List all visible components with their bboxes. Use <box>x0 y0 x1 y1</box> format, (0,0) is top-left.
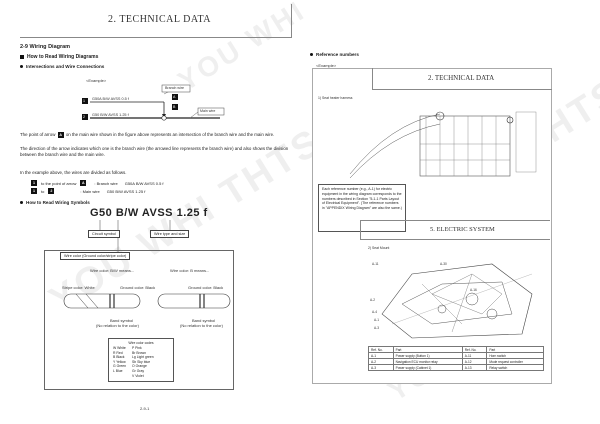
color-code-item: L Blue <box>113 368 123 373</box>
main-wire-label: Main wire <box>200 109 216 113</box>
band-symbol-1: Band symbol <box>110 318 134 323</box>
ref-label-a3: A-3 <box>374 326 379 330</box>
color-code-item: Br Brown <box>132 350 146 355</box>
color-code-item: B Black <box>113 355 125 360</box>
color-code-item: Sb Sky blue <box>132 359 151 364</box>
band-symbol-1-note: (No relation to the color) <box>96 323 139 328</box>
example-label: <Example> <box>86 78 107 83</box>
intersection-diagram <box>82 84 225 121</box>
color-code-item: R Red <box>113 350 123 355</box>
machine-illustration <box>381 263 533 339</box>
wire-bw-label: Wire color: B/W means... <box>90 268 135 273</box>
color-code-item: P Pink <box>132 346 142 350</box>
branch-wire-label: Branch wire <box>165 86 184 90</box>
color-code-item: G Green <box>113 364 127 369</box>
wire-type-box: Wire type and size <box>150 230 190 238</box>
para-direction: The direction of the arrow indicates whi… <box>20 146 289 158</box>
circuit-symbol-box: Circuit symbol <box>88 230 120 238</box>
color-code-item: O Orange <box>132 364 147 369</box>
badge-2: 2 <box>83 115 85 119</box>
ref-example-label: <Example> <box>316 63 337 68</box>
dot-bullet-icon <box>20 201 23 204</box>
harness-illustration <box>349 111 537 179</box>
wire-color-box: Wire color (Ground color/stripe color) <box>60 252 131 260</box>
page-title: 2. TECHNICAL DATA <box>108 14 211 25</box>
color-code-item: W White <box>113 346 126 350</box>
ref-label-a16: A-16 <box>470 288 477 292</box>
band-symbol-2-note: (No relation to the color) <box>180 323 223 328</box>
badge-1: 1 <box>83 99 85 103</box>
para-intersection: The point of arrow A on the main wire sh… <box>20 132 275 138</box>
badge-a: A <box>173 95 176 99</box>
page-number: 2-9-1 <box>140 406 150 411</box>
bullet-reference: Reference numbers <box>310 52 359 57</box>
stripe-white-label: Stripe color: White <box>62 285 95 290</box>
ref-label-a2: A-2 <box>370 298 375 302</box>
ref-label-a1: A-1 <box>374 318 379 322</box>
color-code-item: Gr Gray <box>132 368 145 373</box>
color-code-item: Y Yellow <box>113 359 126 364</box>
ref-doc-title: 2. TECHNICAL DATA <box>428 74 495 82</box>
color-code-item: Lg Light green <box>132 355 154 360</box>
ref-label-a4: A-4 <box>372 310 377 314</box>
dot-bullet-icon <box>20 65 23 68</box>
ref-header-box <box>372 68 552 90</box>
bullet-symbols: How to Read Wiring Symbols <box>20 200 90 205</box>
para-example: In the example above, the wires are divi… <box>20 170 127 175</box>
section-title: 2-9 Wiring Diagram <box>20 44 71 50</box>
ref-label-a30: A-30 <box>440 262 447 266</box>
square-bullet-icon <box>20 55 24 59</box>
bullet-intersections: Intersections and Wire Connections <box>20 64 104 69</box>
ground-black-label-1: Ground color: Black <box>120 285 156 290</box>
header-box <box>20 4 292 38</box>
symbol-code: G50 B/W AVSS 1.25 f <box>90 207 208 219</box>
reference-callout: Each reference number (e.g., A-1) for el… <box>318 184 406 232</box>
ref-subsection-1: 1) Seat heater harness <box>318 96 353 100</box>
wire-color-frame <box>44 250 234 390</box>
branch-wire-code: G50A B/W AVSS 0.5 f <box>92 97 129 101</box>
dot-bullet-icon <box>310 53 313 56</box>
color-code-item: V Violet <box>132 373 144 378</box>
badge-b: B <box>173 105 176 109</box>
main-wire-code: G50 B/W AVSS 1.25 f <box>92 113 129 117</box>
electric-system-title: 5. ELECTRIC SYSTEM <box>430 226 495 233</box>
band-symbol-2: Band symbol <box>192 318 216 323</box>
wire-illustrations <box>63 293 231 309</box>
subsection-title: How to Read Wiring Diagrams <box>20 54 98 60</box>
ref-subsection-2: 2) Seat Mount <box>368 246 390 250</box>
ground-black-label-2: Ground color: Black <box>188 285 224 290</box>
electric-header-box <box>360 220 550 240</box>
ref-label-a11: A-11 <box>372 262 379 266</box>
wire-b-label: Wire color: B means... <box>170 268 210 273</box>
